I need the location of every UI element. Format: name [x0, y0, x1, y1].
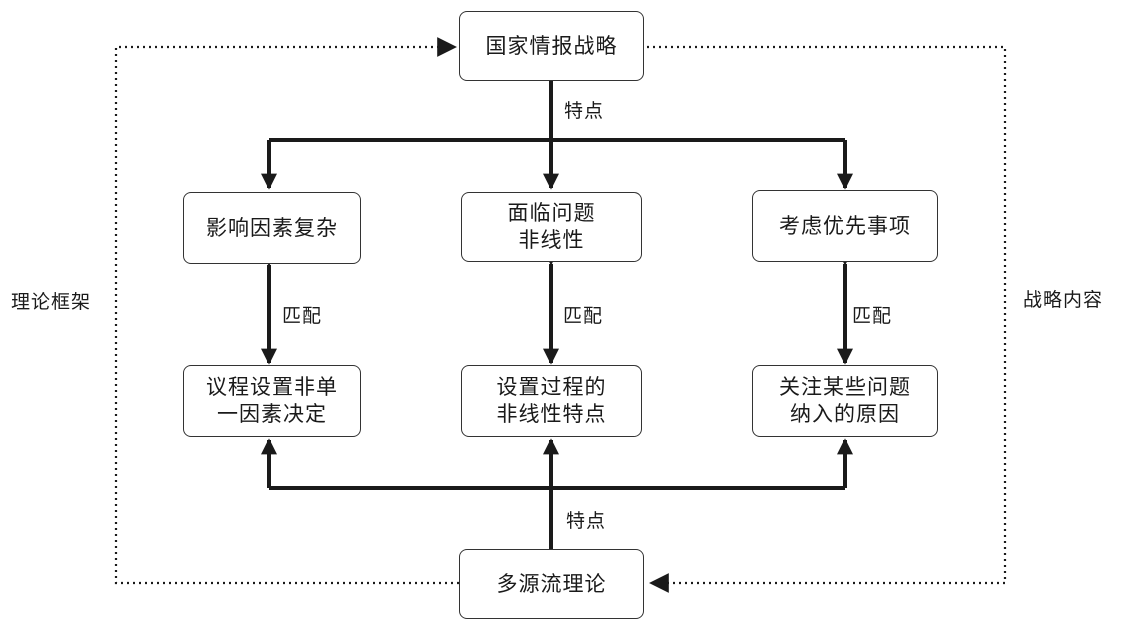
label-match-mid: 匹配	[563, 305, 604, 327]
node-nonlinear-problems: 面临问题 非线性	[461, 192, 642, 262]
node-line: 议程设置非单	[206, 375, 338, 399]
dotted-connector-right	[647, 45, 1007, 593]
node-line: 非线性	[518, 228, 585, 252]
node-agenda-setting: 议程设置非单 一因素决定	[183, 365, 361, 437]
node-line: 设置过程的	[496, 375, 607, 399]
label-feature-bottom: 特点	[566, 510, 607, 532]
node-national-intelligence-strategy: 国家情报战略	[459, 11, 644, 81]
node-line: 一因素决定	[217, 402, 327, 426]
node-line: 关注某些问题	[779, 375, 911, 399]
node-line: 影响因素复杂	[206, 215, 338, 240]
label-feature-top: 特点	[564, 100, 605, 122]
node-line: 面临问题	[507, 201, 596, 225]
label-theory-framework: 理论框架	[11, 291, 92, 313]
node-line: 国家情报战略	[485, 33, 618, 58]
label-match-right: 匹配	[852, 305, 893, 327]
node-priorities: 考虑优先事项	[752, 190, 938, 262]
node-multiple-streams-theory: 多源流理论	[459, 549, 644, 619]
node-line: 多源流理论	[496, 571, 607, 596]
node-setting-process: 设置过程的 非线性特点	[461, 365, 642, 437]
label-match-left: 匹配	[282, 305, 323, 327]
node-line: 考虑优先事项	[779, 213, 911, 238]
node-attention-reasons: 关注某些问题 纳入的原因	[752, 365, 938, 437]
node-line: 纳入的原因	[790, 402, 900, 426]
node-line: 非线性特点	[496, 402, 607, 426]
node-complex-factors: 影响因素复杂	[183, 192, 361, 264]
label-strategy-content: 战略内容	[1023, 289, 1104, 311]
